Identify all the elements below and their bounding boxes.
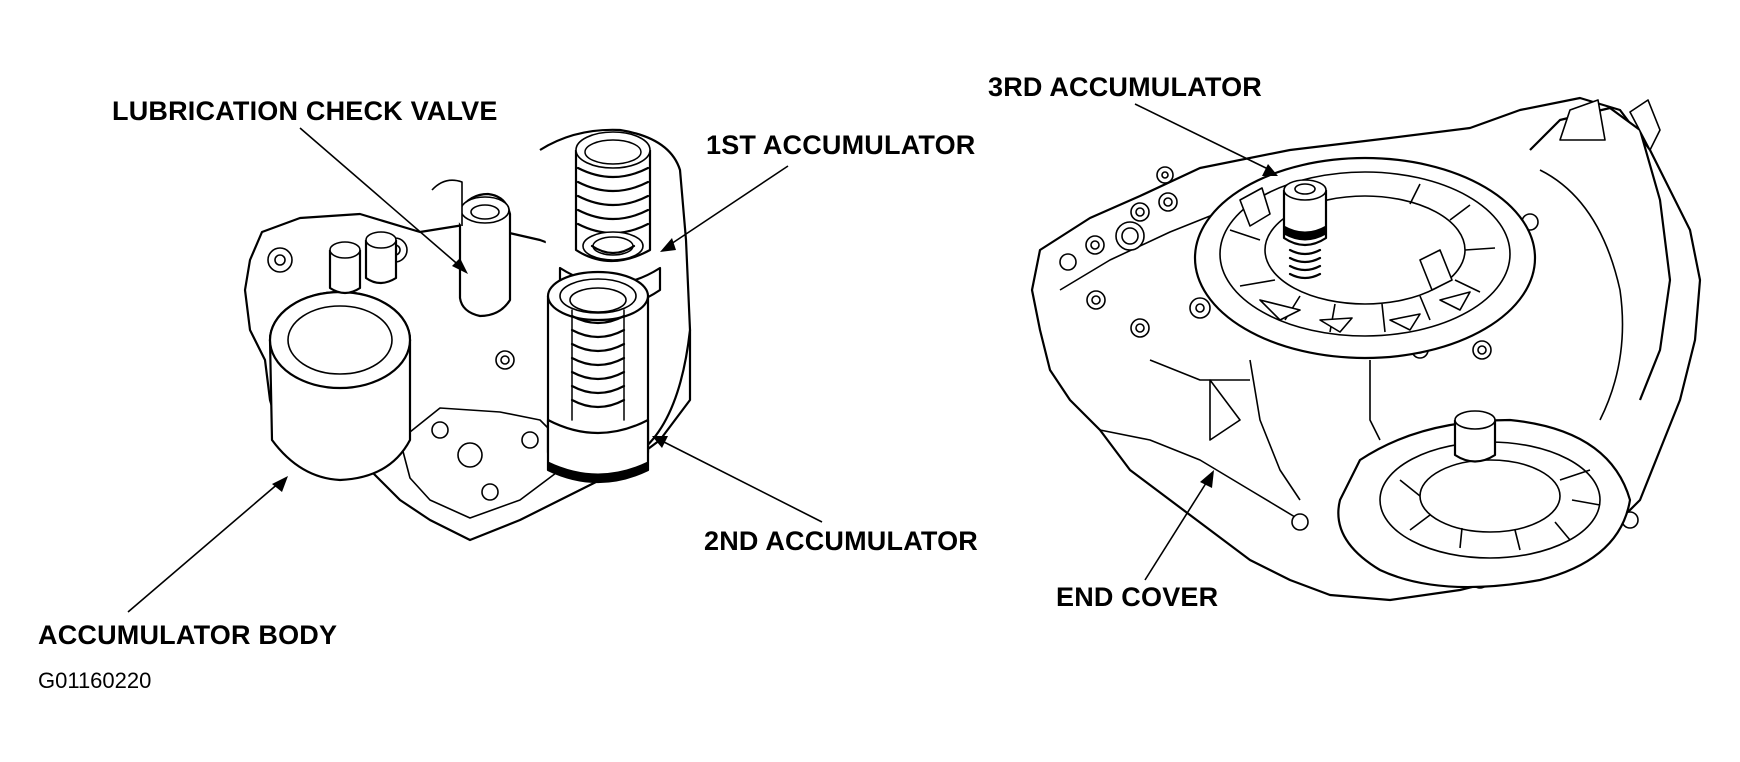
- label-1st-accumulator: 1ST ACCUMULATOR: [706, 130, 976, 160]
- end-cover-drawing: [1030, 96, 1702, 602]
- third-accumulator-piston: [1282, 179, 1328, 280]
- label-3rd-accumulator: 3RD ACCUMULATOR: [988, 72, 1262, 102]
- accumulator-body-drawing: [243, 128, 692, 542]
- second-accumulator-piston: [546, 270, 650, 484]
- label-end-cover: END COVER: [1056, 582, 1219, 612]
- label-lubrication-check-valve: LUBRICATION CHECK VALVE: [112, 96, 498, 126]
- first-accumulator-spring: [574, 131, 652, 263]
- leader-lines: [127, 103, 1278, 613]
- label-2nd-accumulator: 2ND ACCUMULATOR: [704, 526, 978, 556]
- label-accumulator-body: ACCUMULATOR BODY: [38, 620, 338, 650]
- figure-code: G01160220: [38, 668, 152, 693]
